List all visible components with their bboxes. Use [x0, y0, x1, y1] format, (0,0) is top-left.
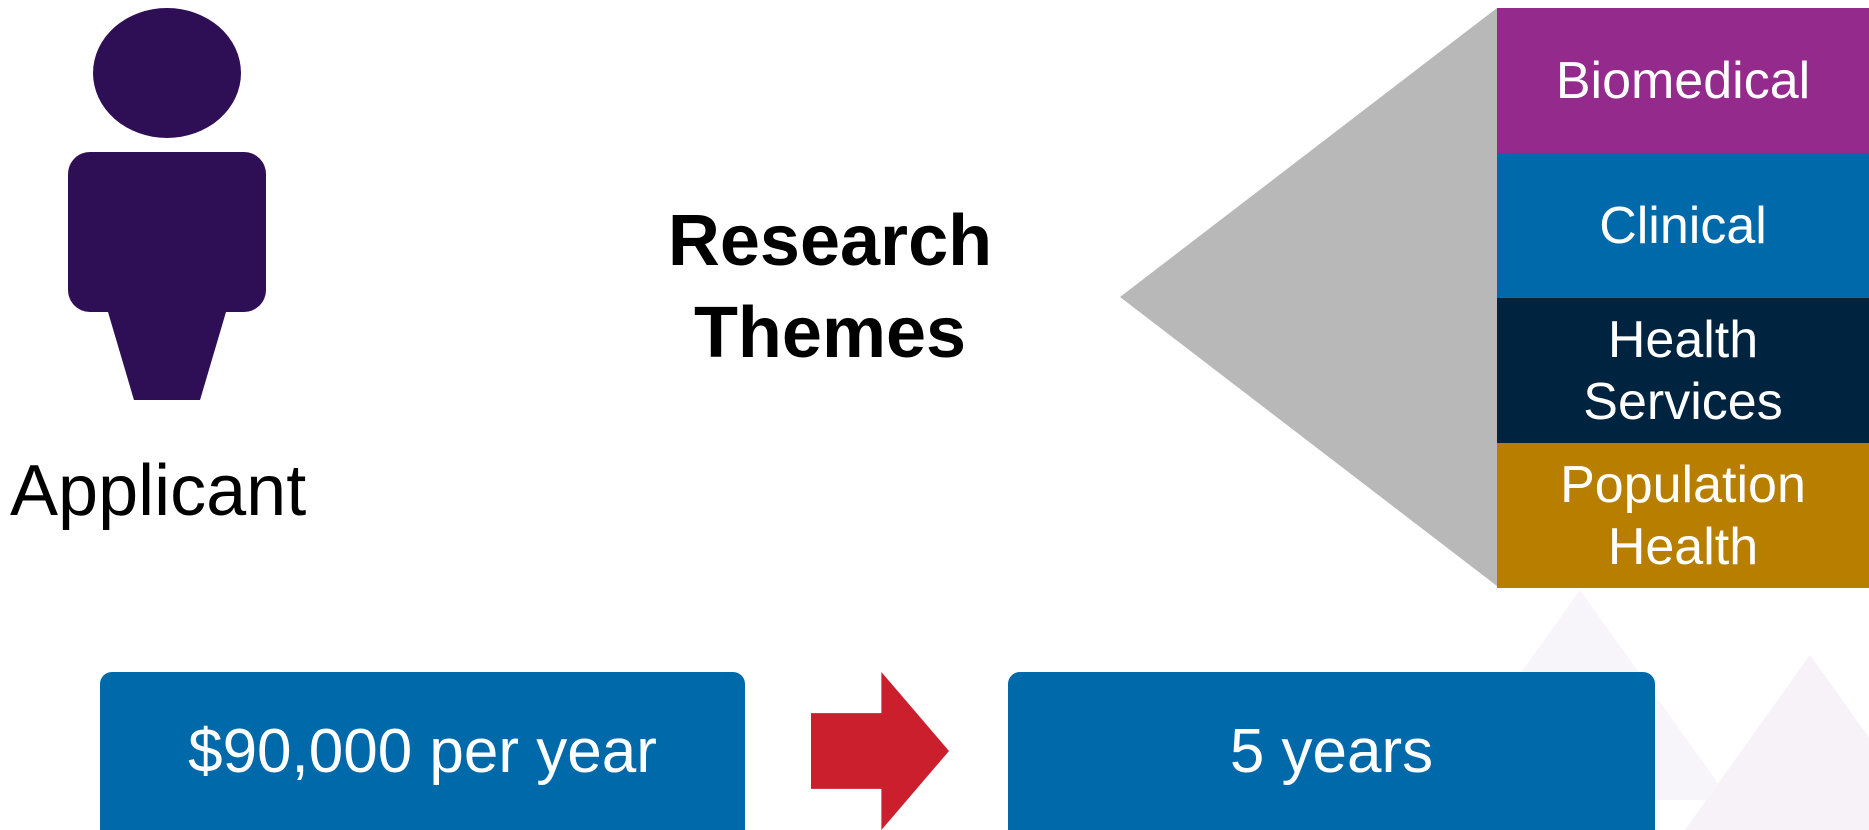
theme-label: Clinical [1599, 196, 1767, 255]
theme-health-services: Health Services [1497, 298, 1869, 443]
funnel-triangle [1120, 8, 1497, 586]
person-icon-head [93, 8, 241, 138]
theme-label: Biomedical [1555, 51, 1811, 110]
duration-box: 5 years [1008, 672, 1655, 830]
research-themes-title-line1: Research [667, 201, 993, 281]
applicant-label: Applicant [10, 451, 307, 531]
funding-label: $90,000 per year [188, 717, 657, 786]
person-icon-legs [108, 312, 226, 400]
person-icon-body [68, 152, 266, 312]
theme-biomedical: Biomedical [1497, 8, 1869, 153]
right-arrow-icon [811, 672, 949, 830]
funding-box: $90,000 per year [100, 672, 745, 830]
duration-label: 5 years [1229, 717, 1434, 786]
theme-clinical: Clinical [1497, 153, 1869, 298]
theme-label: Health Services [1583, 310, 1783, 431]
research-themes-title: Research Themes [620, 195, 1040, 379]
theme-population-health: Population Health [1497, 443, 1869, 588]
theme-label: Population Health [1560, 455, 1806, 576]
background-decoration [1660, 655, 1869, 830]
research-themes-title-line2: Themes [693, 293, 967, 373]
